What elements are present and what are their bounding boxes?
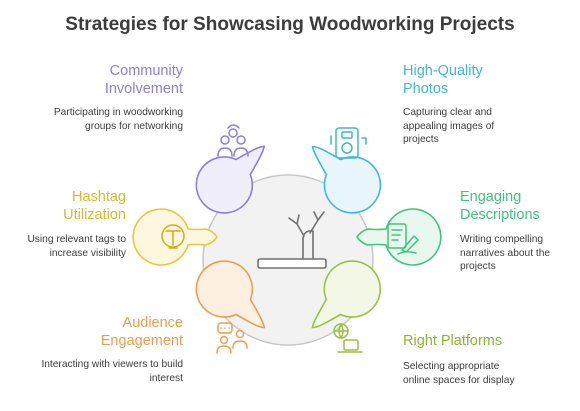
woodworking-table-icon <box>257 211 327 269</box>
photos-description: Capturing clear and appealing images of … <box>403 107 495 145</box>
petal-community <box>195 145 266 214</box>
audience-description: Interacting with viewers to build intere… <box>41 359 183 384</box>
petal-descriptions <box>356 208 442 266</box>
platforms-description: Selecting appropriate online spaces for … <box>403 361 515 386</box>
chat-people-icon <box>216 322 248 354</box>
petal-audience <box>195 260 266 329</box>
writing-document-icon <box>387 223 419 255</box>
petal-hashtag <box>132 208 218 266</box>
community-group-icon <box>217 124 249 157</box>
platforms-heading: Right Platforms <box>403 333 503 349</box>
diagram-title: Strategies for Showcasing Woodworking Pr… <box>65 14 515 35</box>
community-heading: Community Involvement <box>104 63 183 97</box>
camera-icon <box>330 127 367 159</box>
audience-heading: Audience Engagement <box>100 315 183 349</box>
petal-platforms <box>311 260 382 329</box>
descriptions-description: Writing compelling narratives about the … <box>460 234 551 272</box>
photos-heading: High-Quality Photos <box>403 63 483 97</box>
online-platform-icon <box>333 323 363 353</box>
hashtag-heading: Hashtag Utilization <box>63 189 126 223</box>
community-description: Participating in woodworking groups for … <box>53 107 183 132</box>
petal-photos <box>311 145 382 214</box>
tag-icon <box>161 224 185 249</box>
hashtag-description: Using relevant tags to increase visibili… <box>27 234 126 259</box>
descriptions-heading: Engaging Descriptions <box>460 189 540 223</box>
